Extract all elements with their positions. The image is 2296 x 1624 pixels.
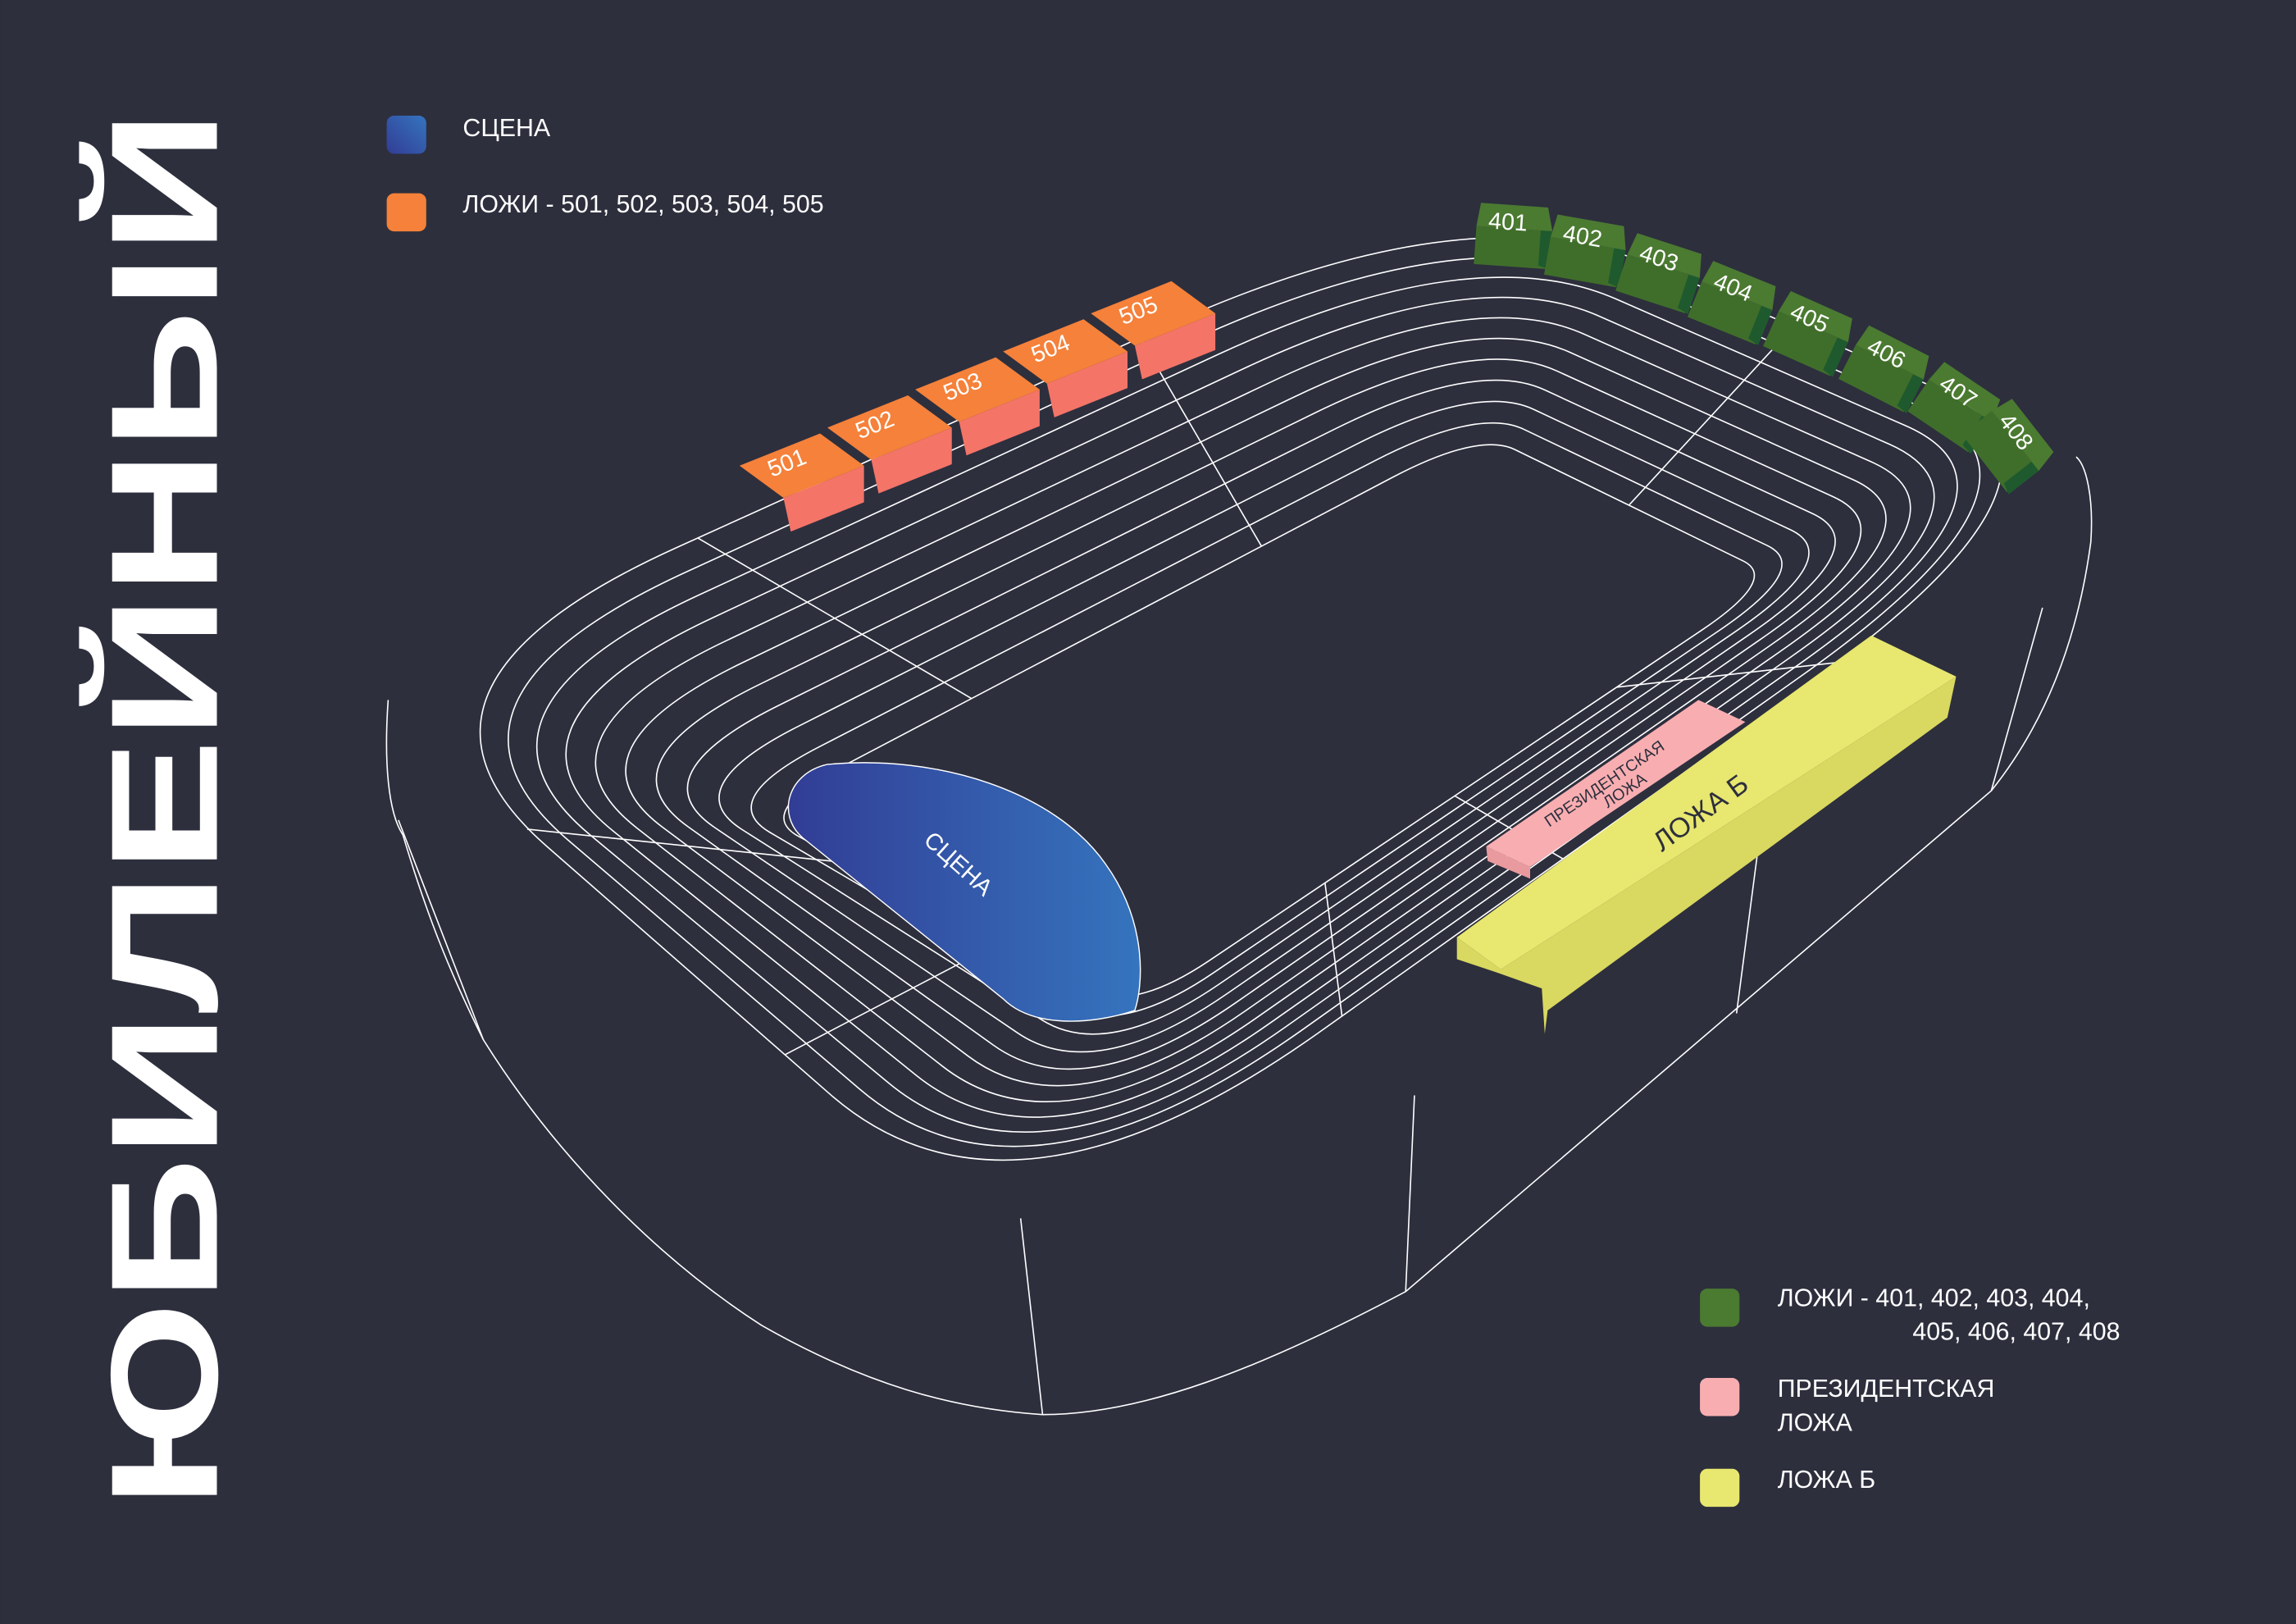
legend-swatch-stage xyxy=(386,116,426,154)
lodge-b-top[interactable] xyxy=(1456,635,1957,969)
box-front xyxy=(1046,351,1128,417)
seating-ring xyxy=(783,444,1756,998)
box-top xyxy=(1476,203,1553,232)
box-front xyxy=(1615,254,1697,313)
legend-bottom: ЛОЖИ - 401, 402, 403, 404, 405, 406, 407… xyxy=(1700,1285,2121,1508)
seating-ring xyxy=(625,337,1887,1087)
box-side xyxy=(1678,274,1700,315)
legend-label-stage: СЦЕНА xyxy=(462,115,551,142)
wall-seam xyxy=(1405,1095,1415,1292)
box-top xyxy=(1702,261,1776,311)
seating-ring xyxy=(594,317,1911,1102)
presidential-lodge-top[interactable] xyxy=(1486,700,1746,867)
box-front xyxy=(1134,313,1216,380)
box-top xyxy=(1551,214,1626,251)
legend-label-boxes-400-line1: ЛОЖИ - 401, 402, 403, 404, xyxy=(1778,1285,2090,1312)
seating-ring xyxy=(655,358,1862,1070)
box-top xyxy=(1091,281,1216,346)
box-front xyxy=(871,427,952,494)
box-label: 401 xyxy=(1487,208,1528,236)
box-top xyxy=(1627,233,1702,278)
section-divider xyxy=(526,828,849,864)
box-402[interactable]: 402 xyxy=(1544,214,1629,288)
section-divider xyxy=(1616,661,1840,688)
section-divider xyxy=(1139,337,1263,547)
box-505[interactable]: 505 xyxy=(1091,281,1216,380)
box-front xyxy=(1763,311,1846,376)
legend-label-boxes-400-line2: 405, 406, 407, 408 xyxy=(1912,1319,2120,1346)
box-side xyxy=(1748,305,1773,346)
box-403[interactable]: 403 xyxy=(1615,232,1706,315)
seating-ring xyxy=(686,379,1836,1053)
stage-shape[interactable] xyxy=(787,762,1141,1022)
legend-swatch-lodge-b xyxy=(1700,1468,1740,1508)
seating-ring xyxy=(718,400,1810,1035)
box-label: 402 xyxy=(1561,221,1604,253)
legend-label-president-line2: ЛОЖА xyxy=(1778,1409,1853,1436)
box-front xyxy=(1474,226,1550,270)
wall-seam xyxy=(1735,856,1758,1014)
legend-swatch-boxes-500 xyxy=(386,193,426,232)
box-side xyxy=(1823,337,1848,377)
box-top xyxy=(827,395,952,460)
seating-ring xyxy=(565,296,1935,1118)
legend-top: СЦЕНА ЛОЖИ - 501, 502, 503, 504, 505 xyxy=(386,115,824,232)
box-top xyxy=(915,357,1040,422)
seating-ring xyxy=(536,276,1958,1133)
box-503[interactable]: 503 xyxy=(915,357,1040,456)
box-side xyxy=(1897,374,1924,414)
presidential-lodge-front xyxy=(1486,846,1530,879)
box-front xyxy=(1687,281,1770,344)
box-side xyxy=(1608,248,1626,288)
box-501[interactable]: 501 xyxy=(739,433,864,532)
legend-label-president-line1: ПРЕЗИДЕНТСКАЯ xyxy=(1778,1375,1995,1403)
box-front xyxy=(959,389,1040,456)
box-side xyxy=(2003,461,2039,495)
legend-label-lodge-b: ЛОЖА Б xyxy=(1778,1467,1875,1494)
box-front xyxy=(1961,411,2038,492)
box-406[interactable]: 406 xyxy=(1838,324,1934,414)
box-top xyxy=(1992,399,2054,472)
legend-label-boxes-500: ЛОЖИ - 501, 502, 503, 504, 505 xyxy=(462,191,823,218)
box-front xyxy=(783,465,864,532)
section-divider xyxy=(1324,883,1343,1016)
lodge-b-front xyxy=(1456,676,1957,1034)
lodge-b[interactable]: ЛОЖА Б xyxy=(1456,635,1957,1034)
seating-ring xyxy=(750,422,1783,1017)
box-top xyxy=(739,433,864,499)
stage-area[interactable]: СЦЕНА xyxy=(787,762,1141,1022)
box-top xyxy=(1856,325,1929,380)
legend-swatch-boxes-400 xyxy=(1700,1289,1740,1327)
wall-seam xyxy=(1990,607,2043,791)
box-front xyxy=(1544,237,1624,288)
box-502[interactable]: 502 xyxy=(827,395,952,494)
box-top xyxy=(1778,290,1852,343)
section-divider xyxy=(697,537,973,700)
box-top xyxy=(1929,362,2001,422)
wall-seam xyxy=(1019,1218,1044,1415)
box-401[interactable]: 401 xyxy=(1474,203,1554,270)
wall-seam xyxy=(398,819,485,1040)
outer-wall xyxy=(385,456,2093,1416)
box-front xyxy=(1838,344,1921,413)
box-405[interactable]: 405 xyxy=(1763,290,1857,377)
venue-title: ЮБИЛЕЙНЫЙ xyxy=(79,110,249,1508)
legend-swatch-president xyxy=(1700,1378,1740,1416)
box-top xyxy=(1003,319,1128,384)
section-divider xyxy=(1628,326,1794,506)
